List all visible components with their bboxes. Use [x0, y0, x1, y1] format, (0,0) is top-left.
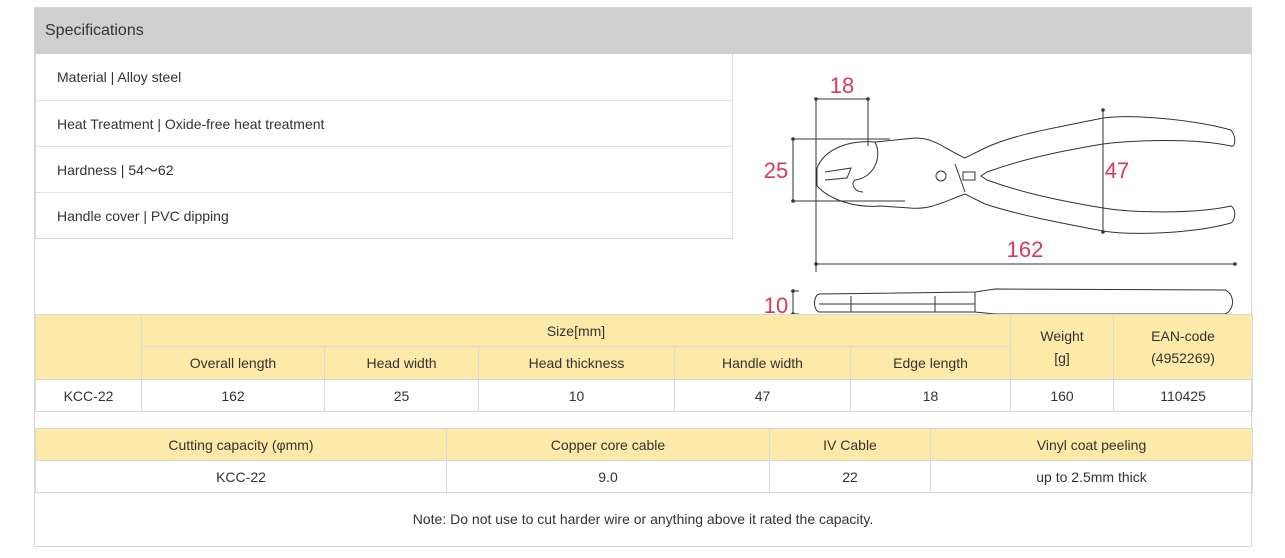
spec-heat-treatment: Heat Treatment | Oxide-free heat treatme… — [36, 100, 732, 146]
cell-copper-core-cable: 9.0 — [446, 460, 770, 493]
col-vinyl-coat-peeling: Vinyl coat peeling — [930, 428, 1253, 461]
usage-note: Note: Do not use to cut harder wire or a… — [412, 511, 874, 527]
spec-hardness: Hardness | 54～62 — [36, 146, 732, 192]
capacity-table: Cutting capacity (φmm) Copper core cable… — [35, 428, 1253, 493]
col-handle-width: Handle width — [674, 346, 851, 380]
cell-model: KCC-22 — [35, 379, 142, 412]
col-head-thickness: Head thickness — [478, 346, 675, 380]
size-table: Size[mm] Weight [g] EAN-code (4952269) O… — [35, 314, 1254, 412]
cell-head-width: 25 — [324, 379, 479, 412]
panel-title: Specifications — [35, 8, 1251, 54]
col-copper-core-cable: Copper core cable — [446, 428, 770, 461]
col-edge-length: Edge length — [849, 346, 1012, 380]
dim-head-width-label: 25 — [764, 158, 788, 183]
col-iv-cable: IV Cable — [769, 428, 931, 461]
dim-thickness-label: 10 — [764, 293, 788, 316]
spec-list: Material | Alloy steel Heat Treatment | … — [35, 54, 733, 239]
cell-head-thickness: 10 — [478, 379, 675, 412]
weight-header: Weight [g] — [1010, 314, 1115, 380]
cell-handle-width: 47 — [674, 379, 851, 412]
cell-vinyl-coat-peeling: up to 2.5mm thick — [930, 460, 1253, 493]
table-row: KCC-22 9.0 22 up to 2.5mm thick — [35, 460, 1253, 493]
dim-handle-width-label: 47 — [1105, 158, 1129, 183]
dim-edge-label: 18 — [830, 73, 854, 98]
spec-material: Material | Alloy steel — [57, 69, 182, 85]
col-overall-length: Overall length — [141, 346, 325, 380]
col-head-width: Head width — [324, 346, 479, 380]
spec-handle-cover: Handle cover | PVC dipping — [36, 192, 732, 238]
dim-overall-length-label: 162 — [1007, 237, 1044, 262]
specifications-panel: Specifications Material | Alloy steel He… — [34, 7, 1254, 547]
col-cutting-capacity: Cutting capacity (φmm) — [35, 428, 447, 461]
cell-edge-length: 18 — [849, 379, 1012, 412]
table-row: KCC-22 162 25 10 47 18 160 110425 — [35, 379, 1254, 412]
cell-capacity-model: KCC-22 — [35, 460, 447, 493]
plier-dimension-diagram: 18 25 47 162 10 — [764, 73, 1237, 316]
model-header-cell — [35, 314, 142, 380]
cell-ean: 110425 — [1113, 379, 1254, 412]
cell-iv-cable: 22 — [769, 460, 931, 493]
size-group-header: Size[mm] — [140, 314, 1012, 347]
ean-header: EAN-code (4952269) — [1113, 314, 1254, 380]
cell-weight: 160 — [1010, 379, 1115, 412]
cell-overall-length: 162 — [141, 379, 325, 412]
